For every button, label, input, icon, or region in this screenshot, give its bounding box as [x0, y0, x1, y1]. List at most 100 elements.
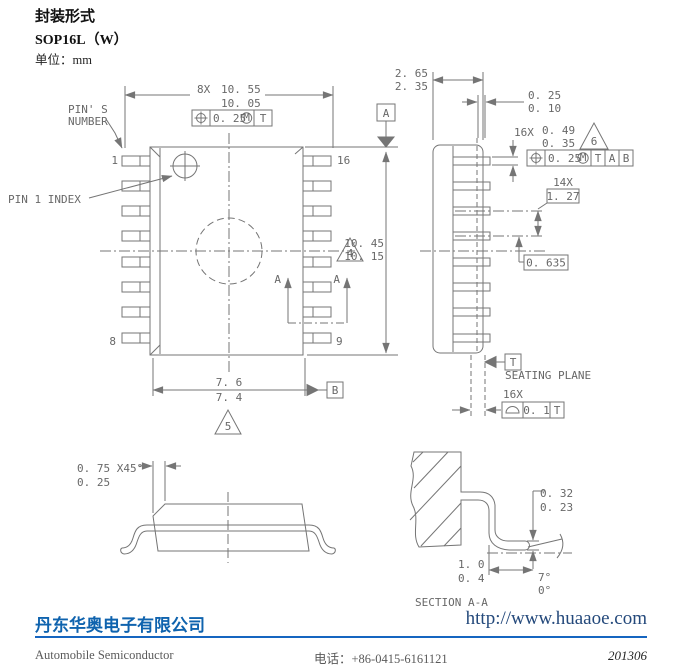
- pin1-index-label: PIN 1 INDEX: [8, 193, 81, 206]
- fcf-side-tol: 0. 25: [548, 152, 581, 165]
- section-label-left: A: [274, 273, 281, 286]
- front-view-outline: [120, 492, 336, 563]
- dim-right-min: 10. 15: [344, 250, 384, 263]
- section-label-right: A: [333, 273, 340, 286]
- top-view-outline: [100, 133, 355, 372]
- dim-body-thickness: [432, 72, 484, 140]
- top-view-right-pins: [302, 155, 332, 344]
- lead-qty-label: 16X: [514, 126, 534, 139]
- lead-width-min: 0. 35: [542, 137, 575, 150]
- dim-top-max: 10. 55: [221, 83, 261, 96]
- pin-number-8: 8: [109, 335, 116, 348]
- dim-half-pitch: [515, 236, 569, 271]
- note-6-label: 6: [591, 135, 598, 148]
- coplanarity-tol: 0. 1: [523, 404, 550, 417]
- fcf-top-modifier: M: [243, 111, 250, 124]
- dim-chamfer: [139, 461, 181, 513]
- phone-number: 电话：+86-0415-6161121: [314, 652, 448, 666]
- section-hatching: [409, 451, 462, 547]
- coplanarity-frame: [452, 401, 565, 419]
- right-lead-bottom: [308, 530, 333, 555]
- left-lead-top: [121, 524, 148, 549]
- foot-length-min: 0. 4: [458, 572, 485, 585]
- dim-top-qty: 8X: [197, 83, 211, 96]
- chamfer-min: 0. 25: [77, 476, 110, 489]
- fcf-top-frame: [191, 109, 273, 127]
- note-5-triangle: [214, 408, 242, 435]
- dim-right-max: 10. 45: [344, 237, 384, 250]
- dim-gap-max: 0. 25: [528, 89, 561, 102]
- pin-number-1: 1: [111, 154, 118, 167]
- dim-body-height: [307, 151, 398, 356]
- profile-symbol-icon: [505, 406, 520, 414]
- company-tagline: Automobile Semiconductor: [35, 648, 174, 662]
- half-pitch-value: 0. 635: [526, 257, 566, 270]
- pin1-index-mark: [170, 151, 200, 181]
- website-link[interactable]: http://www.huaaoe.com: [465, 608, 647, 629]
- lead-thickness-max: 0. 32: [540, 487, 573, 500]
- datum-a-symbol: [305, 103, 398, 148]
- fcf-side-frame: [526, 149, 634, 167]
- foot-angle-max: 7°: [538, 571, 551, 584]
- foot-angle-min: 0°: [538, 584, 551, 597]
- chamfer-max: 0. 75 X45°: [77, 462, 143, 475]
- dim-bottom-min: 7. 4: [216, 391, 243, 404]
- datum-t-label: T: [510, 356, 517, 369]
- section-view-outline: [409, 451, 572, 575]
- foot-length-max: 1. 0: [458, 558, 485, 571]
- dim-body-width: [152, 358, 344, 399]
- mmc-modifier-circle-icon: [577, 152, 589, 164]
- unit-label: 单位：mm: [35, 53, 92, 67]
- pitch-qty-label: 14X: [553, 176, 573, 189]
- dim-pitch: [534, 188, 580, 237]
- pins-number-label-1: PIN' S: [68, 103, 108, 116]
- technical-drawing: 8X 10. 55 10. 05 0. 25 M T PIN' S NUMBER…: [8, 67, 634, 608]
- fcf-side-datum-b: B: [623, 152, 630, 165]
- note-6-triangle: [579, 121, 609, 150]
- section-view-label: SECTION A-A: [415, 596, 488, 608]
- pitch-value: 1. 27: [546, 190, 579, 203]
- pin-number-16: 16: [337, 154, 350, 167]
- fcf-top-tol: 0. 25: [213, 112, 246, 125]
- position-symbol-icon: [194, 111, 208, 125]
- dim-top-min: 10. 05: [221, 97, 261, 110]
- mmc-modifier-circle-icon: [240, 112, 253, 124]
- fcf-side-modifier: M: [580, 151, 587, 164]
- page-title: 封装形式: [35, 8, 96, 25]
- document-number: 201306: [608, 648, 647, 663]
- pin1-index-leader: [88, 174, 173, 199]
- fcf-side-datum-t: T: [595, 152, 602, 165]
- dim-lead-span: [124, 86, 334, 148]
- seating-plane-datum: [483, 353, 522, 371]
- package-name: SOP16L（W）: [35, 33, 128, 48]
- note-5-label: 5: [225, 420, 232, 433]
- coplanarity-qty: 16X: [503, 388, 523, 401]
- top-view-left-pins: [121, 155, 151, 344]
- note-4-label: 4: [347, 247, 354, 260]
- datum-b-label: B: [332, 384, 339, 397]
- coplanarity-datum: T: [554, 404, 561, 417]
- footer-divider: [35, 636, 647, 638]
- lead-width-max: 0. 49: [542, 124, 575, 137]
- note-4-triangle: [336, 236, 364, 262]
- dim-thick-max: 2. 65: [395, 67, 428, 80]
- lead-thickness-min: 0. 23: [540, 501, 573, 514]
- side-view-leads: [452, 156, 491, 343]
- dim-thick-min: 2. 35: [395, 80, 428, 93]
- company-name: 丹东华奥电子有限公司: [35, 616, 205, 635]
- pins-number-label-2: NUMBER: [68, 115, 108, 128]
- pins-number-leader: [105, 118, 123, 149]
- right-lead-top: [308, 524, 335, 549]
- dim-lead-offset: [462, 95, 524, 138]
- dim-lead-width: [492, 140, 518, 182]
- dim-bottom-max: 7. 6: [216, 376, 243, 389]
- side-view-outline: [420, 138, 545, 418]
- fcf-top-datum: T: [260, 112, 267, 125]
- section-cut-arrows: [284, 277, 351, 324]
- position-symbol-icon: [529, 151, 543, 165]
- datum-a-label: A: [383, 107, 390, 120]
- fcf-side-datum-a: A: [609, 152, 616, 165]
- dim-gap-min: 0. 10: [528, 102, 561, 115]
- seating-plane-label: SEATING PLANE: [505, 369, 591, 382]
